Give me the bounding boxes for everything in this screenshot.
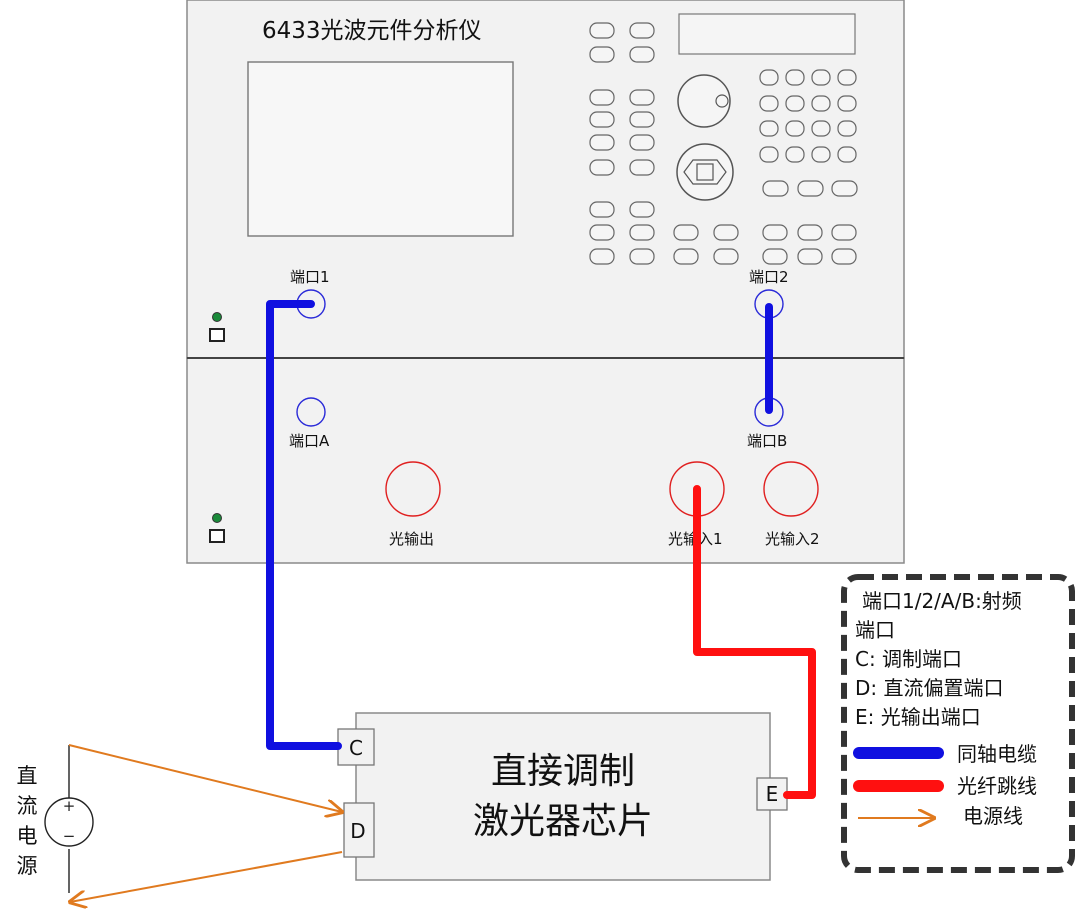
optical-in2-connector[interactable] — [763, 461, 819, 517]
dc-source-label-2: 流 — [17, 794, 38, 818]
portA-connector[interactable] — [296, 397, 326, 427]
chip-title-line1: 直接调制 — [491, 751, 635, 792]
dc-power-source: + − 直 流 电 源 — [17, 745, 94, 893]
dc-source-label-1: 直 — [17, 764, 38, 788]
navigation-dpad[interactable] — [676, 143, 734, 201]
instrument-display-screen — [247, 61, 514, 237]
power-line-from-d — [70, 851, 343, 902]
optical-in2-label: 光输入2 — [765, 530, 820, 548]
keypad-left[interactable] — [589, 22, 655, 265]
legend-coax-label: 同轴电缆 — [957, 742, 1037, 766]
status-led-lower — [212, 513, 222, 523]
chip-title-line2: 激光器芯片 — [473, 801, 653, 842]
dc-source-symbol — [44, 797, 94, 847]
dc-source-label-4: 源 — [17, 854, 38, 878]
laser-chip: 直接调制 激光器芯片 C D E — [337, 712, 788, 881]
portB-label: 端口B — [747, 432, 787, 450]
legend-line-4: D: 直流偏置端口 — [855, 676, 1004, 700]
instrument-lower-panel: 端口A 端口B 光输出 光输入1 光输入2 — [186, 357, 905, 564]
instrument-title: 6433光波元件分析仪 — [262, 18, 482, 44]
legend-line-3: C: 调制端口 — [855, 647, 962, 671]
rotary-knob[interactable] — [677, 74, 731, 128]
chip-port-d-label: D — [350, 819, 365, 843]
port2-label: 端口2 — [749, 268, 789, 286]
legend-fiber-label: 光纤跳线 — [957, 774, 1037, 798]
optical-out-label: 光输出 — [389, 530, 434, 548]
legend-line-1: 端口1/2/A/B:射频 — [862, 589, 1022, 613]
chip-port-d[interactable] — [343, 802, 375, 858]
dc-source-plus: + — [63, 797, 76, 815]
power-line-to-d — [68, 744, 342, 812]
portA-label: 端口A — [289, 432, 330, 450]
optical-out-connector[interactable] — [385, 461, 441, 517]
legend-line-5: E: 光输出端口 — [855, 705, 981, 729]
power-button-upper[interactable] — [209, 328, 225, 342]
chip-port-e-label: E — [766, 782, 779, 806]
keypad-right[interactable] — [759, 69, 858, 197]
legend-line-2: 端口 — [855, 618, 895, 642]
coax-cable-port1-to-c — [266, 300, 342, 750]
chip-port-c-label: C — [349, 736, 363, 760]
keypad-bottom[interactable] — [673, 224, 857, 265]
port1-label: 端口1 — [290, 268, 330, 286]
fiber-cable-in1-to-e — [693, 485, 816, 799]
status-led-upper — [212, 312, 222, 322]
dc-source-minus: − — [63, 827, 76, 845]
chip-port-c[interactable] — [337, 728, 375, 766]
instrument-small-display — [678, 13, 856, 55]
legend-power-label: 电源线 — [963, 804, 1023, 828]
legend-box: 端口1/2/A/B:射频 端口 C: 调制端口 D: 直流偏置端口 E: 光输出… — [841, 574, 1075, 873]
chip-port-e[interactable] — [756, 777, 788, 811]
dc-source-label-3: 电 — [17, 824, 38, 848]
power-button-lower[interactable] — [209, 529, 225, 543]
